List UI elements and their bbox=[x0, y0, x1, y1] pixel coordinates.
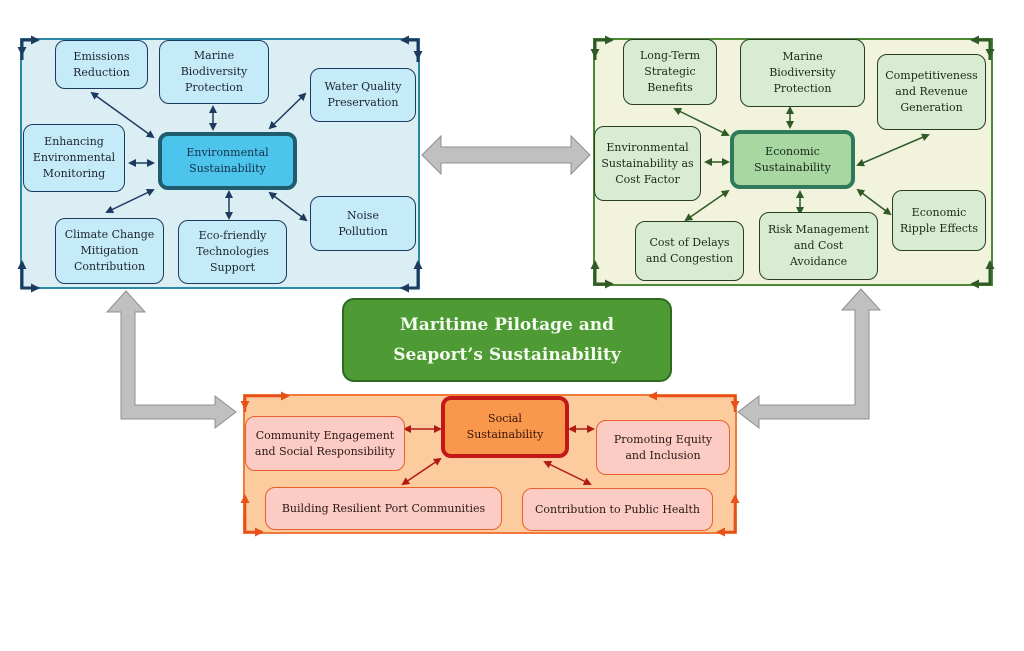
eco-node-long-term-benefits: Long-Term Strategic Benefits bbox=[623, 39, 717, 105]
soc-hub-social-sustainability: Social Sustainability bbox=[441, 396, 569, 458]
eco-node-environmental-cost-factor: Environmental Sustainability as Cost Fac… bbox=[594, 126, 701, 201]
env-eco-double-arrow bbox=[421, 134, 591, 176]
env-node-marine-biodiversity: Marine Biodiversity Protection bbox=[159, 40, 269, 104]
env-social-elbow-arrow bbox=[105, 290, 237, 430]
eco-node-marine-biodiversity: Marine Biodiversity Protection bbox=[740, 39, 865, 107]
diagram-title: Maritime Pilotage and Seaport’s Sustaina… bbox=[342, 298, 672, 382]
soc-node-resilient-communities: Building Resilient Port Communities bbox=[265, 487, 502, 530]
env-node-water-quality: Water Quality Preservation bbox=[310, 68, 416, 122]
eco-node-competitiveness: Competitiveness and Revenue Generation bbox=[877, 54, 986, 130]
env-node-environmental-monitoring: Enhancing Environmental Monitoring bbox=[23, 124, 125, 192]
eco-social-elbow-arrow bbox=[737, 288, 882, 430]
env-node-noise-pollution: Noise Pollution bbox=[310, 196, 416, 251]
eco-node-risk-management: Risk Management and Cost Avoidance bbox=[759, 212, 878, 280]
eco-node-ripple-effects: Economic Ripple Effects bbox=[892, 190, 986, 251]
eco-node-delays-congestion: Cost of Delays and Congestion bbox=[635, 221, 744, 281]
env-hub-environmental-sustainability: Environmental Sustainability bbox=[158, 132, 297, 190]
soc-node-public-health: Contribution to Public Health bbox=[522, 488, 713, 531]
env-node-climate-change: Climate Change Mitigation Contribution bbox=[55, 218, 164, 284]
soc-node-community-engagement: Community Engagement and Social Responsi… bbox=[245, 416, 405, 471]
soc-node-equity-inclusion: Promoting Equity and Inclusion bbox=[596, 420, 730, 475]
env-node-emissions-reduction: Emissions Reduction bbox=[55, 40, 148, 89]
eco-hub-economic-sustainability: Economic Sustainability bbox=[730, 130, 855, 189]
env-node-eco-friendly-technologies: Eco-friendly Technologies Support bbox=[178, 220, 287, 284]
